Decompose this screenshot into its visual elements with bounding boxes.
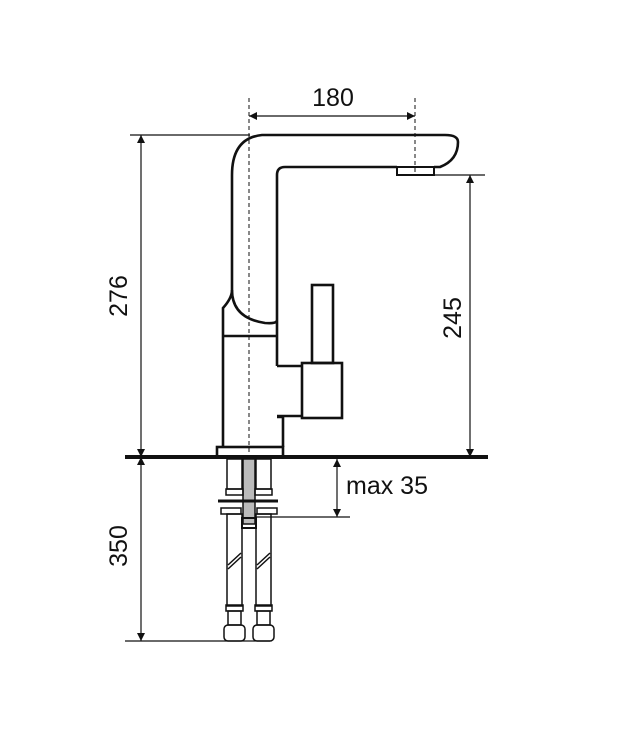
base-plate bbox=[215, 445, 285, 459]
dim-hose-length: 350 bbox=[105, 525, 133, 567]
handle-block bbox=[300, 361, 344, 420]
dim-total-height: 276 bbox=[105, 275, 133, 317]
dimension-lines bbox=[125, 112, 485, 642]
dim-outlet-height: 245 bbox=[439, 297, 467, 339]
dim-spout-reach: 180 bbox=[312, 84, 354, 112]
supply-hoses bbox=[218, 458, 278, 642]
dim-max-thickness: max 35 bbox=[346, 472, 428, 500]
aerator bbox=[396, 166, 435, 176]
faucet-body bbox=[215, 133, 460, 459]
handle-lever bbox=[310, 283, 335, 365]
